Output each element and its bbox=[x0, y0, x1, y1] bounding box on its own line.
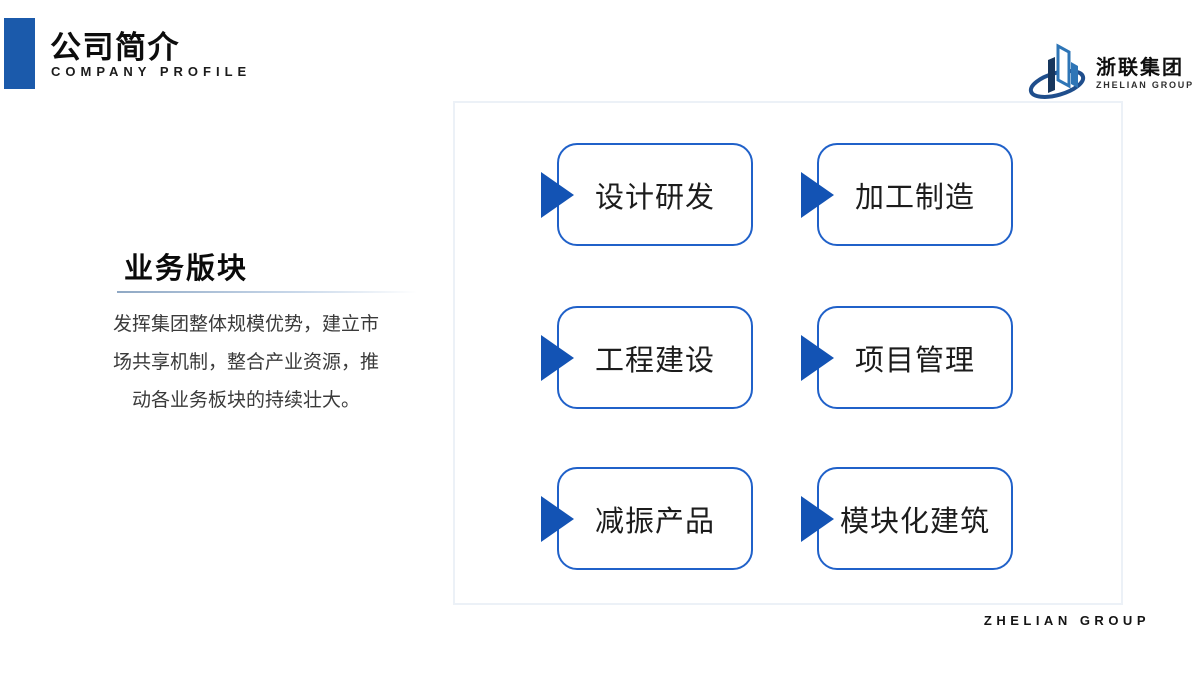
block-box: 项目管理 bbox=[817, 306, 1013, 409]
business-block-project-management: 项目管理 bbox=[801, 306, 1013, 409]
description-line: 动各业务板块的持续壮大。 bbox=[131, 390, 360, 411]
buildings-swoosh-icon bbox=[1028, 43, 1086, 99]
block-box: 加工制造 bbox=[817, 143, 1013, 246]
arrow-right-icon bbox=[801, 495, 834, 542]
block-label: 项目管理 bbox=[854, 344, 975, 377]
business-block-engineering: 工程建设 bbox=[541, 306, 753, 409]
description-line: 发挥集团整体规模优势，建立市 bbox=[112, 314, 379, 335]
arrow-right-icon bbox=[801, 334, 834, 381]
block-label: 加工制造 bbox=[854, 181, 975, 214]
block-label: 减振产品 bbox=[594, 505, 715, 538]
heading-underline bbox=[117, 291, 417, 293]
page-title: 公司简介 bbox=[50, 30, 180, 65]
arrow-right-icon bbox=[541, 495, 574, 542]
footer-text: ZHELIAN GROUP bbox=[983, 613, 1150, 628]
business-block-manufacturing: 加工制造 bbox=[801, 143, 1013, 246]
logo-name: 浙联集团 bbox=[1096, 55, 1184, 79]
arrow-right-icon bbox=[541, 171, 574, 218]
page-subtitle: COMPANY PROFILE bbox=[51, 64, 252, 79]
business-block-design-rd: 设计研发 bbox=[541, 143, 753, 246]
block-box: 减振产品 bbox=[557, 467, 753, 570]
block-label: 设计研发 bbox=[594, 181, 715, 214]
block-box: 工程建设 bbox=[557, 306, 753, 409]
block-label: 工程建设 bbox=[594, 344, 715, 377]
arrow-right-icon bbox=[541, 334, 574, 381]
arrow-right-icon bbox=[801, 171, 834, 218]
business-block-modular-construction: 模块化建筑 bbox=[801, 467, 1013, 570]
description-line: 场共享机制，整合产业资源，推 bbox=[112, 352, 379, 373]
block-box: 模块化建筑 bbox=[817, 467, 1013, 570]
section-description: 发挥集团整体规模优势，建立市 场共享机制，整合产业资源，推 动各业务板块的持续壮… bbox=[95, 306, 397, 420]
company-logo: 浙联集团 ZHELIAN GROUP bbox=[1022, 40, 1194, 106]
block-label: 模块化建筑 bbox=[839, 505, 990, 538]
title-accent-bar bbox=[4, 18, 35, 89]
block-box: 设计研发 bbox=[557, 143, 753, 246]
logo-name-en: ZHELIAN GROUP bbox=[1096, 80, 1194, 90]
section-heading: 业务版块 bbox=[124, 253, 249, 285]
business-block-damping-products: 减振产品 bbox=[541, 467, 753, 570]
logo-text: 浙联集团 ZHELIAN GROUP bbox=[1096, 56, 1194, 90]
